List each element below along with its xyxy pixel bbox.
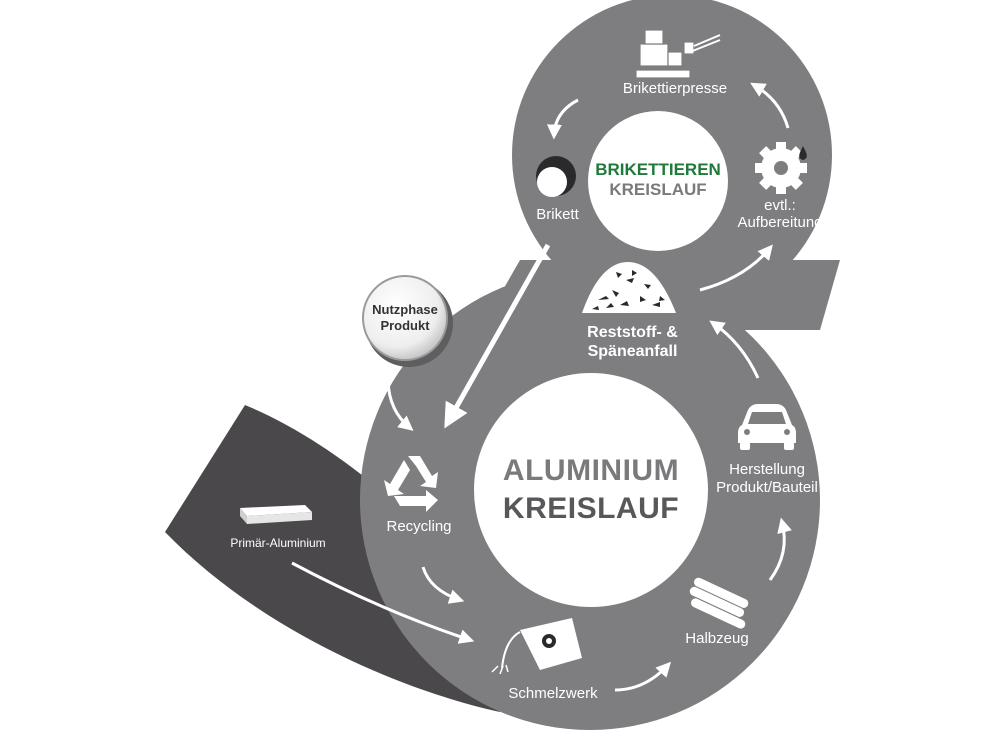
crucible-icon [491, 618, 582, 675]
large-cycle-title-line1: ALUMINIUM [502, 454, 680, 487]
small-cycle-center [588, 111, 728, 251]
car-icon [738, 404, 796, 450]
arrow-nutzphase-to-recycling [386, 377, 414, 431]
arrow-aufbereitung-to-press [750, 82, 790, 129]
label-reststoff-line2: Späneanfall [587, 343, 678, 360]
nutzphase-bubble [362, 275, 448, 361]
briquette-icon [536, 156, 576, 197]
rods-icon [688, 576, 750, 630]
label-halbzeug: Halbzeug [685, 630, 749, 647]
arrow-primaer-to-schmelzwerk [291, 561, 475, 644]
label-nutzphase-line2: Produkt [380, 318, 430, 333]
ingot-icon [240, 505, 312, 524]
label-herstellung-line2: Produkt/Bauteil [716, 479, 818, 496]
arrow-brikett-to-recycling [444, 243, 551, 429]
arrow-halbzeug-to-herstellung [768, 517, 792, 581]
large-cycle-center [474, 373, 708, 607]
gear-icon [755, 142, 807, 194]
label-primaer-aluminium: Primär-Aluminium [230, 536, 326, 550]
large-cycle-title-line2: KREISLAUF [502, 492, 680, 525]
label-reststoff-line1: Reststoff- & [587, 324, 678, 341]
label-herstellung-line1: Herstellung [729, 461, 805, 478]
small-cycle-title-line2: KREISLAUF [609, 180, 707, 199]
label-brikettierpresse: Brikettierpresse [622, 80, 728, 97]
label-nutzphase-line1: Nutzphase [372, 302, 438, 317]
cycle-background [360, 0, 840, 730]
arrow-schmelzwerk-to-halbzeug [614, 661, 672, 692]
chip-pile-icon [582, 262, 676, 313]
cycle-arrows [291, 82, 792, 692]
label-aufbereitung-line2: Aufbereitung [737, 214, 823, 231]
arrow-reststoff-to-aufbereitung [699, 244, 773, 292]
label-aufbereitung-line1: evtl.: [764, 197, 796, 214]
arrow-herstellung-to-reststoff [709, 320, 760, 379]
small-cycle-title-line1: BRIKETTIEREN [595, 160, 721, 179]
arrow-press-to-brikett [546, 98, 579, 140]
label-schmelzwerk: Schmelzwerk [508, 685, 598, 702]
recycle-icon [384, 456, 438, 512]
press-machine-icon [635, 29, 721, 79]
label-brikett: Brikett [536, 206, 579, 223]
label-recycling: Recycling [386, 518, 452, 535]
arrow-recycling-to-schmelzwerk [421, 566, 465, 604]
